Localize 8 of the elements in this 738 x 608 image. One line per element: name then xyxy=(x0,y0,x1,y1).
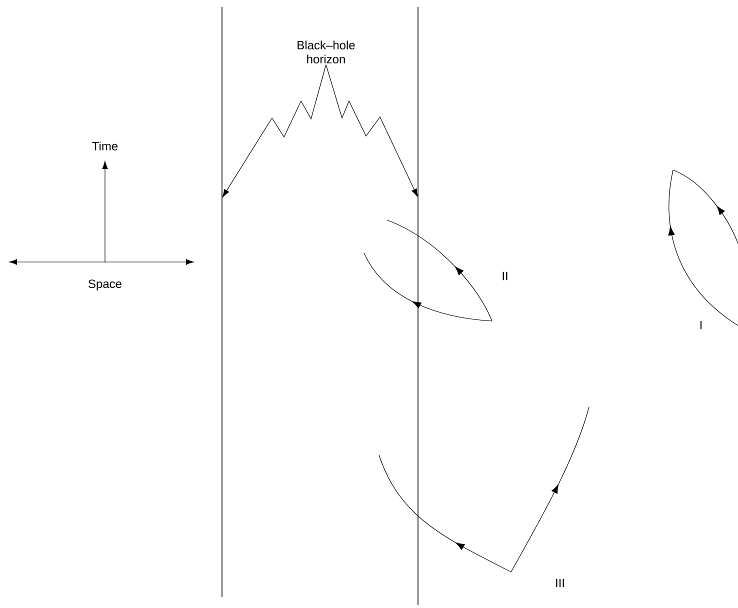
text-label: Black–hole horizon xyxy=(298,40,355,64)
text-label: III xyxy=(556,578,564,588)
text-label: Space xyxy=(88,280,122,290)
leader-line xyxy=(326,64,418,197)
leader-line xyxy=(222,64,326,198)
text-label: Time xyxy=(92,142,118,150)
text-label: II xyxy=(502,272,508,280)
text-label: I xyxy=(700,320,702,330)
